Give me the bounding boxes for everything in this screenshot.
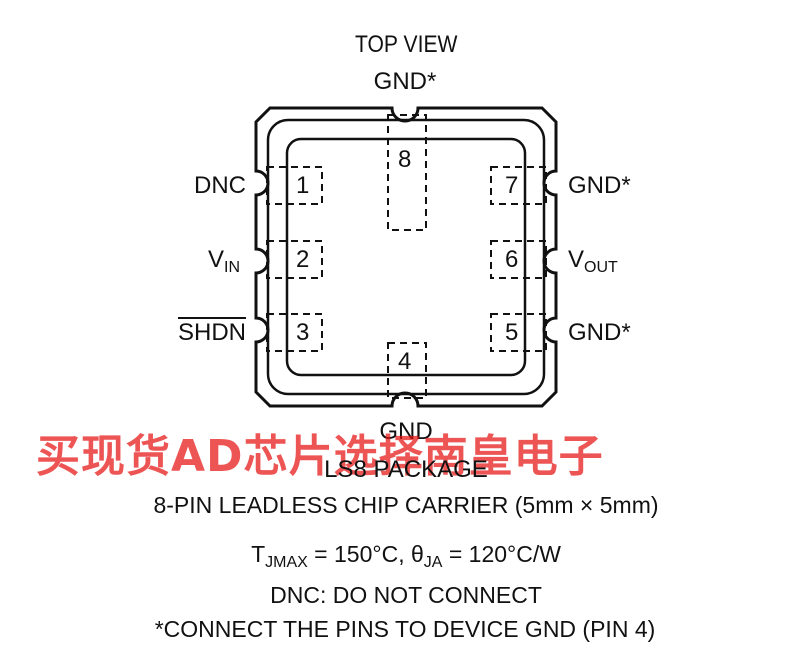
pin-3-number: 3 [296, 319, 310, 346]
gnd-note: *CONNECT THE PINS TO DEVICE GND (PIN 4) [154, 616, 656, 642]
package-body-outline [254, 106, 558, 408]
pin-2-label: VIN [208, 246, 241, 276]
thermal-specs: TJMAX = 150°C, θJA = 120°C/W [251, 541, 561, 571]
pin-5-number: 5 [505, 319, 519, 346]
pin-6-number: 6 [505, 246, 519, 273]
pin-7-label: GND* [568, 172, 631, 199]
pad-1 [266, 166, 323, 205]
pin-3-label: SHDN [178, 319, 247, 346]
pin-7-number: 7 [505, 172, 519, 199]
pin-1-number: 1 [296, 172, 310, 199]
pin-1-label: DNC [194, 172, 246, 199]
pad-5 [490, 313, 547, 352]
pad-4 [387, 342, 427, 399]
pad-3 [266, 313, 323, 352]
pin-8-number: 8 [398, 146, 412, 173]
watermark-text: 买现货AD芯片选择南皇电子 [36, 431, 604, 482]
pin-8-label: GND* [373, 68, 437, 95]
pin-4-label: GND [379, 418, 433, 445]
pin-5-label: GND* [568, 319, 631, 346]
pad-7 [490, 166, 547, 205]
pin-2-number: 2 [296, 246, 310, 273]
pin-4-number: 4 [398, 348, 412, 375]
pin-6-label: VOUT [568, 246, 618, 276]
pad-8 [387, 114, 427, 231]
pad-2 [266, 240, 323, 279]
pad-6 [490, 240, 547, 279]
view-label: TOP VIEW [354, 31, 458, 58]
exposed-die-outline [285, 137, 527, 377]
dnc-note: DNC: DO NOT CONNECT [270, 582, 542, 608]
package-description: 8-PIN LEADLESS CHIP CARRIER (5mm × 5mm) [153, 492, 659, 518]
package-name: LS8 PACKAGE [324, 456, 488, 483]
